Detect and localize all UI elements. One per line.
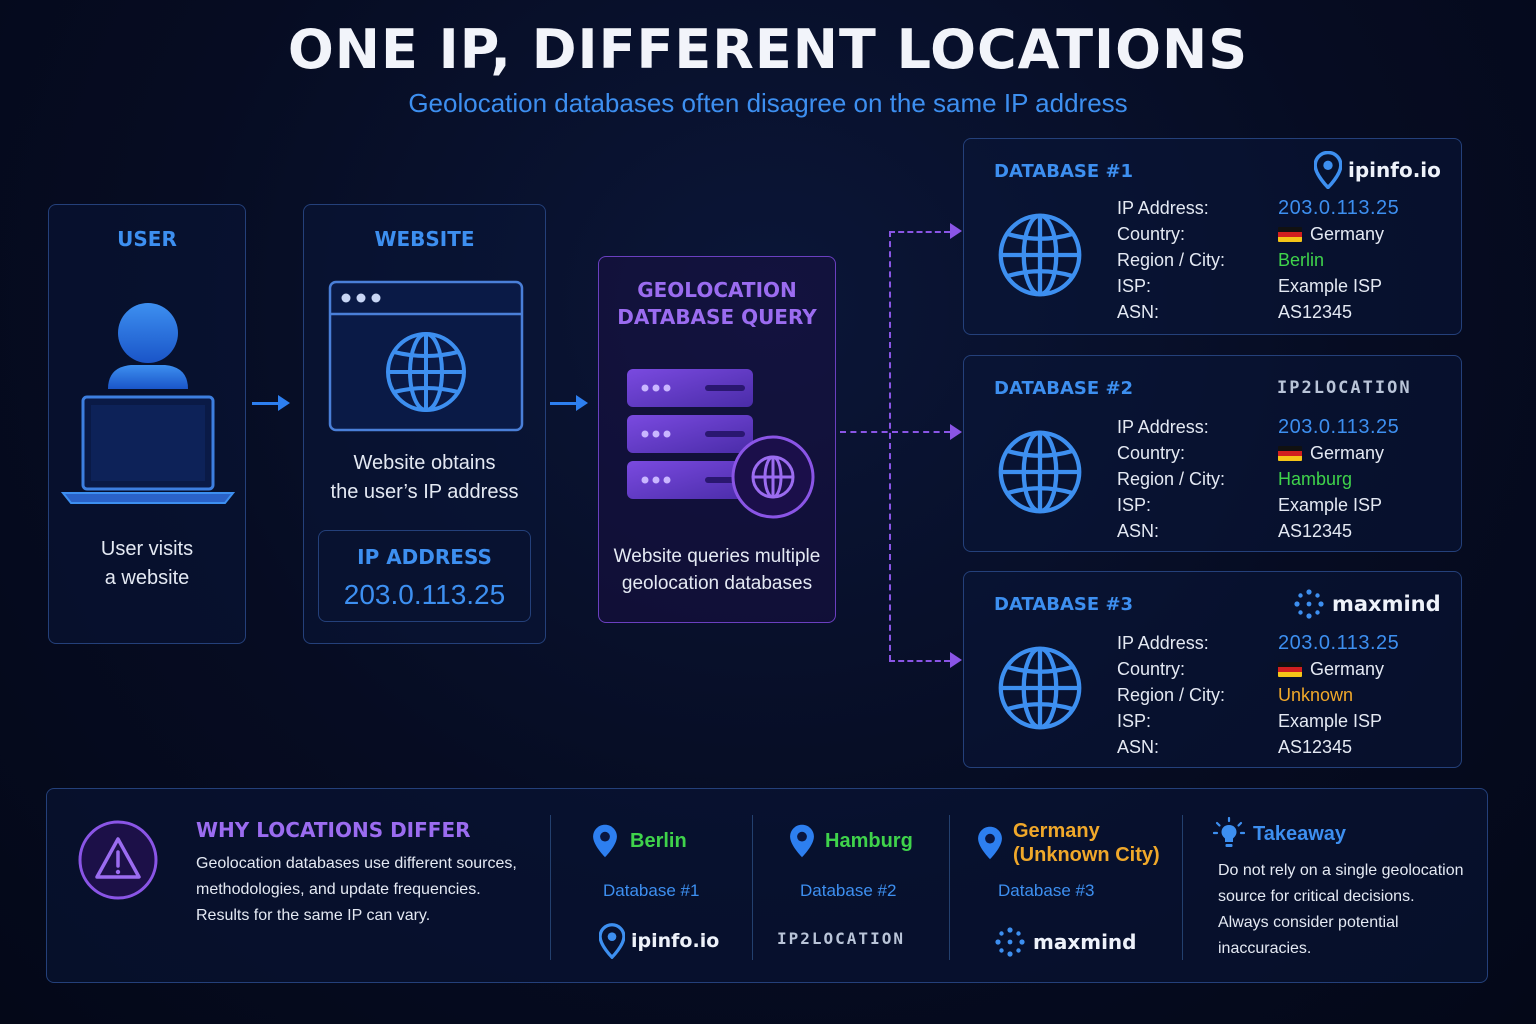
isp-value: Example ISP — [1278, 495, 1383, 515]
location-pin-icon — [592, 823, 618, 859]
database-title: DATABASE #2 — [994, 378, 1134, 399]
summary-db3-label: Database #3 — [998, 881, 1095, 900]
field-values: 203.0.113.25 Germany Unknown Example ISP… — [1278, 630, 1399, 760]
pin-icon — [599, 923, 625, 959]
arrow-head-icon — [950, 424, 962, 440]
ip-value: 203.0.113.25 — [1278, 416, 1400, 438]
why-title: WHY LOCATIONS DIFFER — [196, 818, 471, 842]
summary-db1-label: Database #1 — [603, 881, 700, 900]
city-value: Unknown — [1278, 685, 1354, 705]
user-panel: USER User visits a website — [48, 204, 246, 644]
takeaway-header: Takeaway — [1213, 817, 1346, 851]
connector-to-db3 — [889, 660, 950, 662]
query-header: GEOLOCATION DATABASE QUERY — [617, 278, 817, 329]
database-title: DATABASE #1 — [994, 161, 1134, 182]
query-description: Website queries multiple geolocation dat… — [613, 546, 821, 594]
database-card-1: DATABASE #1 ipinfo.io IP Address: Countr… — [963, 138, 1462, 335]
location-pin-icon — [789, 823, 815, 859]
arrow-head-icon — [278, 395, 290, 411]
website-panel: WEBSITE Website obtains the user’s IP ad… — [303, 204, 546, 644]
isp-value: Example ISP — [1278, 711, 1383, 731]
divider — [752, 815, 753, 960]
globe-icon — [996, 644, 1084, 732]
arrow-head-icon — [950, 652, 962, 668]
brand-logo-maxmind: maxmind — [1294, 589, 1441, 619]
summary-db1: Berlin — [592, 823, 732, 859]
ip-address-value: 203.0.113.25 — [343, 579, 506, 610]
city-value: Hamburg — [1278, 469, 1353, 489]
germany-flag-icon — [1278, 227, 1302, 242]
maxmind-dots-icon — [995, 927, 1025, 957]
divider — [1182, 815, 1183, 960]
summary-db2: Hamburg — [789, 823, 939, 859]
takeaway-text: Do not rely on a single geolocation sour… — [1218, 862, 1464, 957]
website-header: WEBSITE — [374, 227, 475, 251]
browser-globe-icon — [328, 280, 524, 432]
lightbulb-icon — [1213, 817, 1245, 847]
database-card-3: DATABASE #3 maxmind IP Address: Country:… — [963, 571, 1462, 768]
country-value: Germany — [1278, 656, 1399, 682]
summary-db3: Germany (Unknown City) — [977, 819, 1177, 867]
user-header: USER — [117, 227, 177, 251]
globe-icon — [996, 211, 1084, 299]
user-laptop-icon — [61, 303, 235, 504]
page-subtitle: Geolocation databases often disagree on … — [408, 88, 1128, 118]
summary-db3-brand: maxmind — [995, 927, 1137, 957]
ip-value: 203.0.113.25 — [1278, 197, 1400, 219]
website-description: Website obtains the user’s IP address — [330, 452, 519, 503]
summary-db2-label: Database #2 — [800, 881, 897, 900]
connector-vertical — [889, 231, 891, 661]
brand-logo-ip2location: IP2LOCATION — [1277, 378, 1412, 398]
database-title: DATABASE #3 — [994, 594, 1134, 615]
connector-query-to-db2 — [840, 431, 950, 433]
summary-db1-brand: ipinfo.io — [599, 923, 719, 959]
divider — [550, 815, 551, 960]
germany-flag-icon — [1278, 446, 1302, 461]
country-value: Germany — [1278, 221, 1399, 247]
brand-logo-ipinfo: ipinfo.io — [1314, 151, 1441, 189]
pin-icon — [1314, 151, 1342, 189]
connector-to-db1 — [889, 231, 950, 233]
location-pin-icon — [977, 825, 1003, 861]
summary-panel: WHY LOCATIONS DIFFER Geolocation databas… — [46, 788, 1488, 983]
arrow-user-to-website — [252, 402, 280, 405]
asn-value: AS12345 — [1278, 737, 1353, 757]
ip-address-label: IP ADDRESS — [357, 545, 492, 569]
warning-icon — [78, 820, 158, 900]
ip-value: 203.0.113.25 — [1278, 632, 1400, 654]
isp-value: Example ISP — [1278, 276, 1383, 296]
asn-value: AS12345 — [1278, 521, 1353, 541]
divider — [949, 815, 950, 960]
city-value: Berlin — [1278, 250, 1325, 270]
field-labels: IP Address: Country: Region / City: ISP:… — [1117, 198, 1226, 322]
maxmind-dots-icon — [1294, 589, 1324, 619]
user-description: User visits a website — [100, 538, 194, 589]
asn-value: AS12345 — [1278, 302, 1353, 322]
germany-flag-icon — [1278, 662, 1302, 677]
database-card-2: DATABASE #2 IP2LOCATION IP Address: Coun… — [963, 355, 1462, 552]
page-title: ONE IP, DIFFERENT LOCATIONS — [287, 18, 1249, 81]
field-values: 203.0.113.25 Germany Hamburg Example ISP… — [1278, 414, 1399, 544]
arrow-head-icon — [950, 223, 962, 239]
globe-icon — [996, 428, 1084, 516]
field-values: 203.0.113.25 Germany Berlin Example ISP … — [1278, 195, 1399, 325]
arrow-website-to-query — [550, 402, 578, 405]
why-text: Geolocation databases use different sour… — [196, 855, 517, 924]
arrow-head-icon — [576, 395, 588, 411]
database-server-icon — [627, 369, 815, 519]
summary-db2-brand: IP2LOCATION — [777, 929, 905, 948]
country-value: Germany — [1278, 440, 1399, 466]
field-labels: IP Address: Country: Region / City: ISP:… — [1117, 417, 1226, 541]
ip-address-box: IP ADDRESS 203.0.113.25 — [318, 530, 531, 622]
field-labels: IP Address: Country: Region / City: ISP:… — [1117, 633, 1226, 757]
query-panel: GEOLOCATION DATABASE QUERY — [598, 256, 836, 623]
